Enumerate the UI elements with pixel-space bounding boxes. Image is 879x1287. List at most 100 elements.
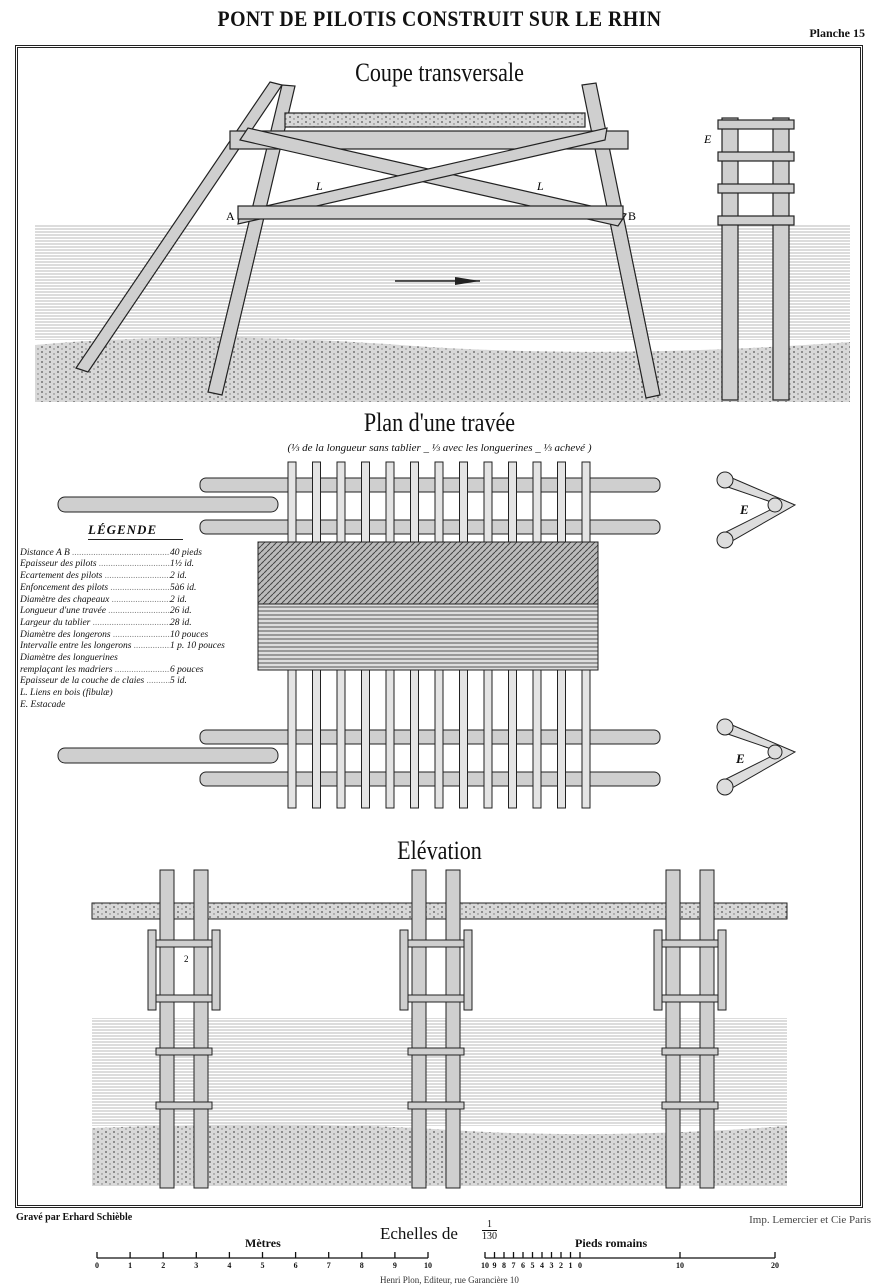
joist-bottom xyxy=(508,667,517,809)
pile xyxy=(411,869,427,1189)
legend-row: Largeur du tablier28 id. xyxy=(20,618,240,630)
pile xyxy=(159,869,175,1189)
legend-key: Largeur du tablier xyxy=(20,618,170,630)
plate-title: PONT DE PILOTIS CONSTRUIT SUR LE RHIN xyxy=(217,6,662,31)
joist-bottom xyxy=(410,667,419,809)
scale-tick-label: 8 xyxy=(360,1261,364,1270)
legend-value: 1½ id. xyxy=(170,559,195,570)
scale-tick-label: 10 xyxy=(424,1261,432,1270)
joist-top xyxy=(361,461,370,545)
scale-fraction: 1 130 xyxy=(482,1219,497,1242)
joist-bottom xyxy=(581,667,591,809)
scale-tick-label: 1 xyxy=(569,1261,573,1270)
log-bottom xyxy=(57,747,279,764)
scale-tick-label: 5 xyxy=(261,1261,265,1270)
scale-tick-label: 0 xyxy=(95,1261,99,1270)
legend-title: LÉGENDE xyxy=(88,523,183,540)
joist-bottom xyxy=(532,667,542,809)
legend-row: Epaisseur des pilots1½ id. xyxy=(20,559,240,571)
elevation-drawing: 2 xyxy=(91,869,788,1189)
estacade-crossbar xyxy=(717,183,795,194)
scale-tick-label: 3 xyxy=(550,1261,554,1270)
scale-tick-label: 3 xyxy=(194,1261,198,1270)
joist-bottom xyxy=(557,667,566,809)
joist-bottom xyxy=(312,667,321,809)
plate-frame xyxy=(15,45,863,1208)
legend-row: Enfoncement des pilots5à6 id. xyxy=(20,583,240,595)
legend-row: E. Estacade xyxy=(20,700,240,712)
current-arrow-head xyxy=(455,277,480,285)
crossbar xyxy=(407,994,465,1003)
joist-top xyxy=(312,461,321,545)
strut-left xyxy=(75,81,283,373)
joist-bottom xyxy=(361,667,370,809)
legend-key: remplaçant les madriers xyxy=(20,665,170,677)
legend-key: Longueur d'une travée xyxy=(20,606,170,618)
legend-row: Intervalle entre les longerons1 p. 10 po… xyxy=(20,641,240,653)
deck xyxy=(284,112,586,128)
joist-bottom xyxy=(459,667,468,809)
pile xyxy=(665,869,681,1189)
legend-value: 40 pieds xyxy=(170,547,202,558)
legend-value: 2 id. xyxy=(170,594,187,605)
joist-bottom xyxy=(287,667,297,809)
pile xyxy=(445,869,461,1189)
legend-value: 1 p. 10 pouces xyxy=(170,641,225,652)
scale-tick-label: 9 xyxy=(493,1261,497,1270)
crossbar xyxy=(407,1047,465,1056)
joist-bottom xyxy=(434,667,444,809)
legend-row: Longueur d'une travée26 id. xyxy=(20,606,240,618)
estacade-plan-detail xyxy=(716,471,797,796)
legend-row: L. Liens en bois (fibulæ) xyxy=(20,688,240,700)
crossbar xyxy=(661,939,719,948)
legend-key: L. Liens en bois (fibulæ) xyxy=(20,688,113,699)
estacade-post xyxy=(463,929,473,1011)
crossbar xyxy=(155,939,213,948)
joist-bottom xyxy=(385,667,395,809)
scale-tick-label: 10 xyxy=(481,1261,489,1270)
legend-key: Ecartement des pilots xyxy=(20,571,170,583)
legend-value: 26 id. xyxy=(170,606,192,617)
longuerines xyxy=(257,603,599,671)
plan-subtitle: (⅓ de la longueur sans tablier _ ⅓ avec … xyxy=(287,442,592,454)
crossbar xyxy=(407,939,465,948)
crossbar xyxy=(661,1101,719,1110)
joist-top xyxy=(459,461,468,545)
scale-tick-label: 1 xyxy=(128,1261,132,1270)
engraver-credit: Gravé par Erhard Schièble xyxy=(16,1212,133,1223)
crossbar xyxy=(155,1101,213,1110)
scale-tick-label: 5 xyxy=(531,1261,535,1270)
legend-key: Intervalle entre les longerons xyxy=(20,641,170,653)
scale-tick-label: 6 xyxy=(294,1261,298,1270)
label-L1: L xyxy=(315,179,323,193)
joist-top xyxy=(410,461,419,545)
crossbar xyxy=(661,994,719,1003)
pile-left xyxy=(207,84,296,396)
legend-value: 10 pouces xyxy=(170,629,209,640)
longeron xyxy=(199,729,661,745)
legend-key: Enfoncement des pilots xyxy=(20,583,170,595)
scale-tick-label: 0 xyxy=(578,1261,582,1270)
legend-value: 5à6 id. xyxy=(170,582,197,593)
section-title-coupe: Coupe transversale xyxy=(355,58,524,87)
crossbar xyxy=(407,1101,465,1110)
label-A: A xyxy=(226,209,235,223)
legend-value: 2 id. xyxy=(170,571,187,582)
estacade-crossbar xyxy=(717,119,795,130)
crossbar xyxy=(661,1047,719,1056)
scale-tick-label: 9 xyxy=(393,1261,397,1270)
brace-2 xyxy=(237,127,608,225)
cap-beam xyxy=(229,130,629,150)
log-top xyxy=(57,496,279,513)
legend-value: 6 pouces xyxy=(170,664,204,675)
joist-top xyxy=(557,461,566,545)
longeron xyxy=(199,477,661,493)
plate-number: Planche 15 xyxy=(809,26,865,40)
legend-key: Diamètre des longuerines xyxy=(20,653,118,664)
label-B: B xyxy=(628,209,636,223)
printer-credit: Imp. Lemercier et Cie Paris xyxy=(749,1214,871,1226)
pieds-label: Pieds romains xyxy=(575,1236,648,1250)
